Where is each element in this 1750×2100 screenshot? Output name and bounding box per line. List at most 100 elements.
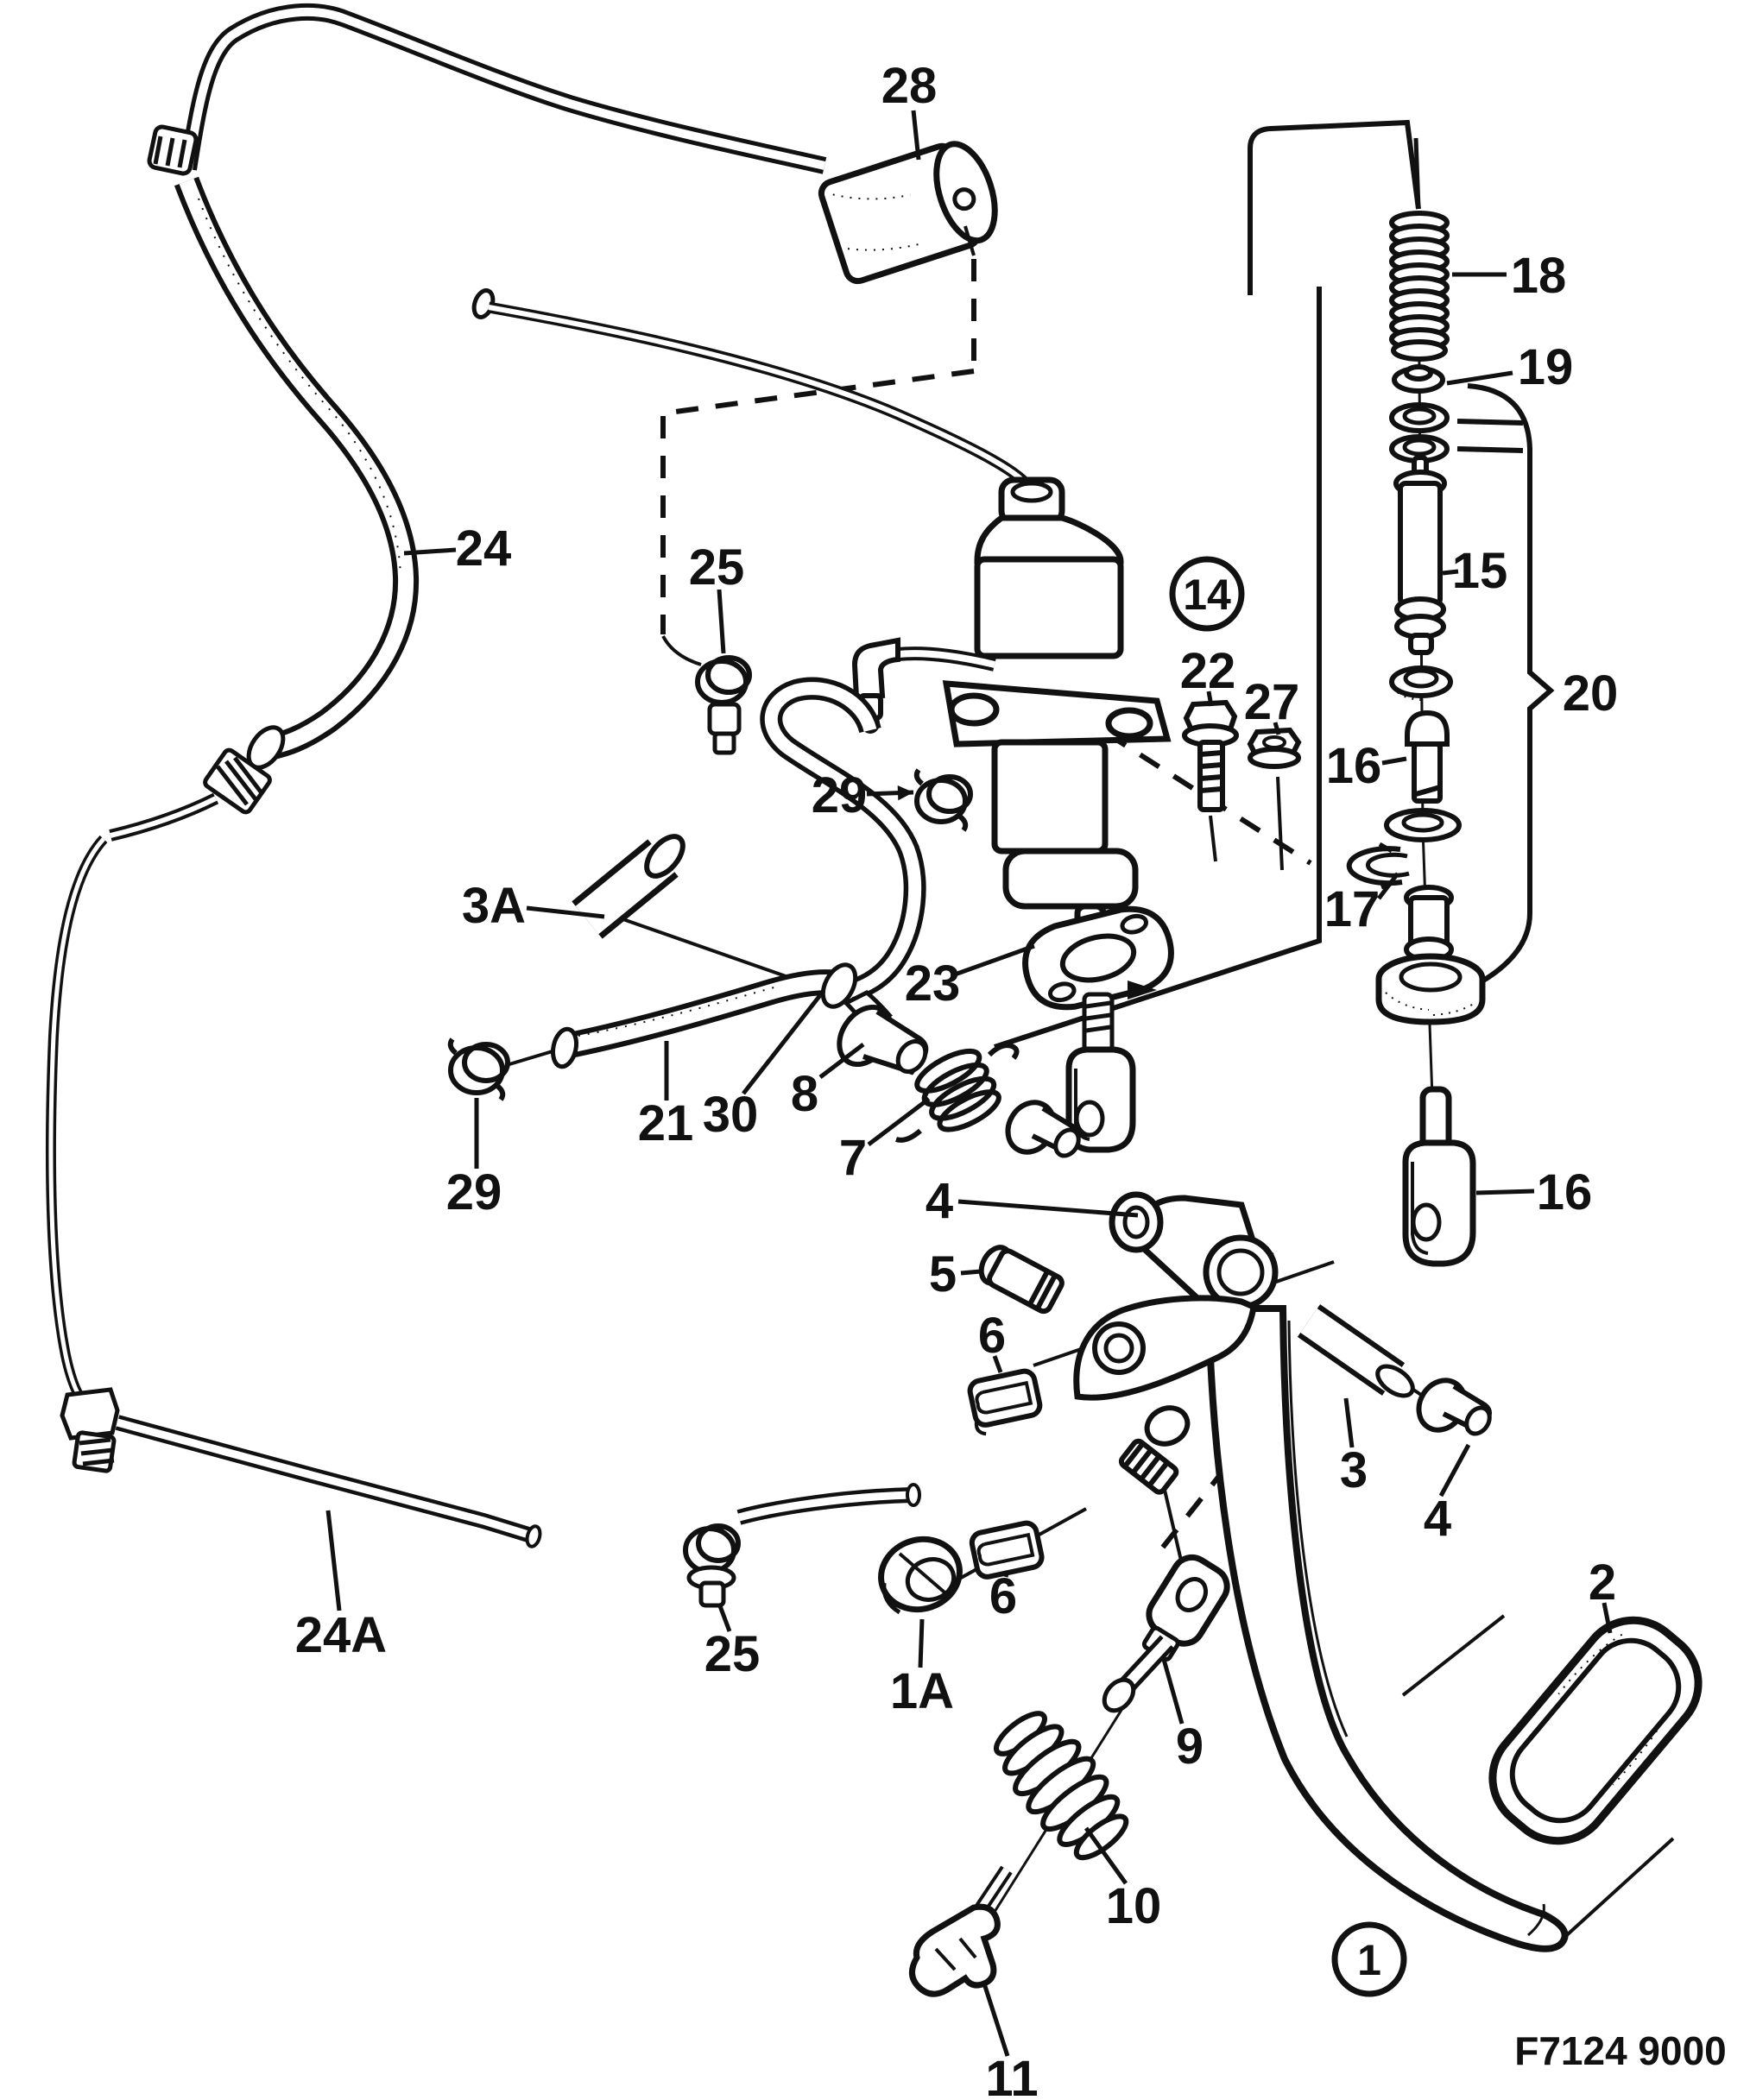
spring-10: [994, 1711, 1129, 1861]
leader-line: [1475, 1189, 1535, 1195]
leader-line: [1003, 1570, 1010, 1578]
figure-code: F7124 9000: [1514, 2028, 1727, 2073]
part-number-label: 7: [839, 1130, 867, 1186]
clamp-25a: [661, 635, 752, 755]
part-number-label: 2: [1589, 1555, 1616, 1611]
part-number-label: 29: [812, 767, 868, 823]
part-number-label: 4: [1424, 1491, 1451, 1547]
part-number-label: 29: [446, 1164, 502, 1220]
callout-8: 8: [791, 1043, 865, 1122]
callout-18: 18: [1452, 248, 1566, 304]
link-plate: [1073, 1295, 1257, 1401]
leader-line: [918, 1618, 925, 1668]
callout-25a: 25: [689, 539, 745, 654]
callout-6b: 6: [989, 1568, 1017, 1624]
leader-line: [526, 905, 605, 919]
bolt-9: [1102, 1554, 1230, 1713]
pipe-24-upper: [147, 3, 827, 176]
washer-19: [1392, 364, 1445, 394]
leader-line: [867, 1097, 931, 1146]
part-number-label: 5: [929, 1246, 957, 1302]
callout-3b: 3: [1340, 1397, 1368, 1498]
grommet-ring: [1375, 953, 1486, 1025]
part-number-label: 25: [689, 539, 745, 596]
callout-1A: 1A: [890, 1618, 954, 1719]
flange-23: [1022, 905, 1174, 1153]
part-number-label: 18: [1511, 248, 1567, 304]
callout-15: 15: [1442, 543, 1508, 599]
bushing-8: [837, 1004, 929, 1075]
part-number-label: 30: [703, 1087, 759, 1143]
seal-rings: [1389, 402, 1450, 464]
pin-5: [978, 1245, 1065, 1315]
clevis-16b: [1402, 1086, 1476, 1267]
callout-16a: 16: [1326, 738, 1407, 794]
sleeve-3: [1297, 1304, 1415, 1398]
clamp-29a: [913, 768, 973, 832]
part-number-label: 3: [1340, 1442, 1368, 1498]
callout-5: 5: [929, 1246, 982, 1302]
callout-19: 19: [1446, 339, 1573, 395]
part-number-label: 16: [1537, 1164, 1593, 1220]
bushing-4a: [1005, 1100, 1081, 1158]
leader-arrowhead: [897, 785, 913, 801]
pipe-24A: [60, 1387, 921, 1548]
leader-line: [818, 1043, 865, 1079]
part-number-label: 11: [985, 2051, 1038, 2100]
callout-24A: 24A: [295, 1510, 387, 1663]
clamp-25b: [683, 1523, 741, 1608]
callout-1: 1: [1331, 1921, 1407, 1997]
callout-7: 7: [839, 1097, 931, 1186]
pedal-pivot-bracket: [1109, 1191, 1279, 1312]
leader-line: [1442, 569, 1459, 576]
leader-line: [1446, 370, 1513, 386]
leader-line: [1160, 1655, 1185, 1725]
callout-circle: [1169, 556, 1245, 632]
leader-line: [957, 1199, 1139, 1218]
part-number-label: 16: [1326, 738, 1382, 794]
part-number-label: 1: [1357, 1936, 1381, 1984]
leader-line: [992, 1355, 1003, 1373]
leader-line: [911, 110, 921, 161]
hose-24: [109, 176, 420, 842]
pipe-link-to-24A: [45, 835, 108, 1413]
hose-21: [550, 969, 845, 1069]
callout-3A: 3A: [462, 878, 605, 934]
leader-line: [1343, 1397, 1355, 1448]
spacer-sleeve: [1404, 885, 1454, 962]
callout-21: 21: [638, 1041, 694, 1151]
part-number-label: 21: [638, 1095, 694, 1151]
callout-circle: [1331, 1921, 1407, 1997]
leader-line: [954, 943, 1035, 977]
part-number-label: 14: [1183, 571, 1231, 619]
part-number-label: 24: [456, 520, 512, 577]
clevis-11: [909, 1903, 1001, 1997]
clamp-29b: [447, 1037, 510, 1101]
part-number-label: 3A: [462, 878, 526, 934]
part-number-label: 1A: [890, 1663, 954, 1719]
callout-30: 30: [703, 993, 822, 1143]
pushrod-clevis: [1065, 1046, 1136, 1153]
part-number-label: 8: [791, 1066, 818, 1122]
damper-28: [818, 141, 998, 285]
nut-27: [1247, 727, 1302, 769]
bushing-4b: [1416, 1378, 1492, 1436]
callout-2: 2: [1589, 1555, 1616, 1634]
bushing-1A: [878, 1536, 963, 1615]
part-number-label: 17: [1324, 881, 1380, 937]
pedal-pad: [1488, 1616, 1703, 1845]
leader-line: [1273, 722, 1281, 735]
master-cylinder: [760, 476, 1172, 1002]
pedal-arm: [1204, 1305, 1569, 1952]
ring-top-of-20: [1389, 665, 1453, 701]
bolt-22: [1182, 699, 1239, 812]
part-number-label: 20: [1563, 665, 1619, 722]
part-number-label: 22: [1180, 643, 1236, 699]
leader-line: [981, 1980, 1010, 2057]
washer-below-16: [1384, 808, 1462, 842]
callout-28: 28: [881, 58, 937, 161]
part-number-label: 15: [1452, 543, 1508, 599]
callout-4a: 4: [926, 1173, 1139, 1229]
